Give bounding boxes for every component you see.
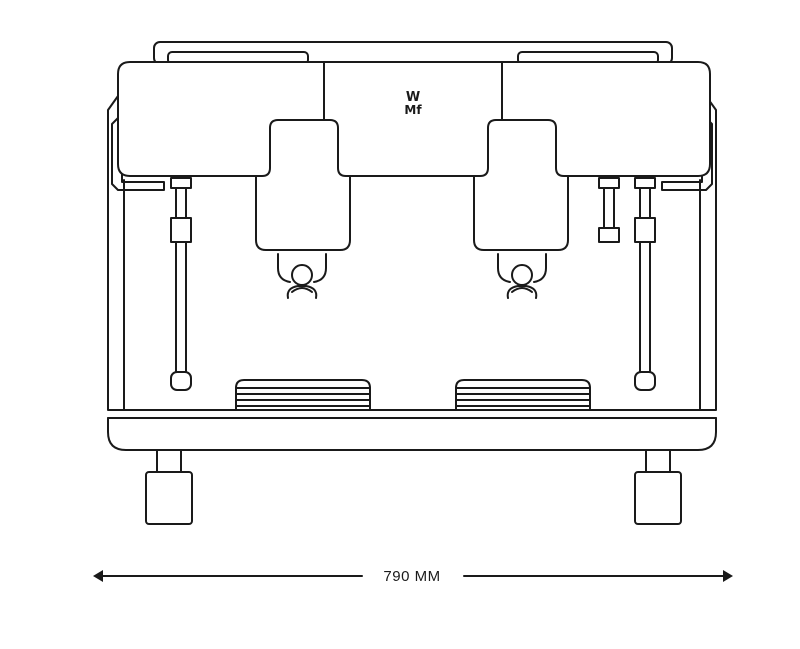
drip-tray-right [455, 379, 591, 411]
svg-text:W: W [406, 90, 420, 105]
portafilter-left [277, 253, 327, 299]
side-handle-left [111, 117, 165, 191]
cup-warmer-rails [153, 41, 673, 65]
dimension-label: 790 MM [383, 568, 440, 585]
portafilter-right [497, 253, 547, 299]
top-housing [117, 61, 711, 177]
dimension-arrow-left [93, 570, 103, 582]
wmf-logo: W Mf [404, 90, 422, 117]
group-head-right [473, 119, 569, 251]
foot-right [634, 449, 682, 525]
foot-left [145, 449, 193, 525]
group-head-left [255, 119, 351, 251]
machine-base [107, 417, 717, 451]
svg-text:Mf: Mf [404, 103, 422, 117]
hot-water-outlet [598, 177, 620, 243]
dimension-arrow-right [723, 570, 733, 582]
steam-wand-left [170, 177, 192, 391]
width-dimension: 790 MM [93, 568, 733, 585]
drip-tray-left [235, 379, 371, 411]
side-handle-right [661, 117, 713, 191]
steam-wand-right [634, 177, 656, 391]
